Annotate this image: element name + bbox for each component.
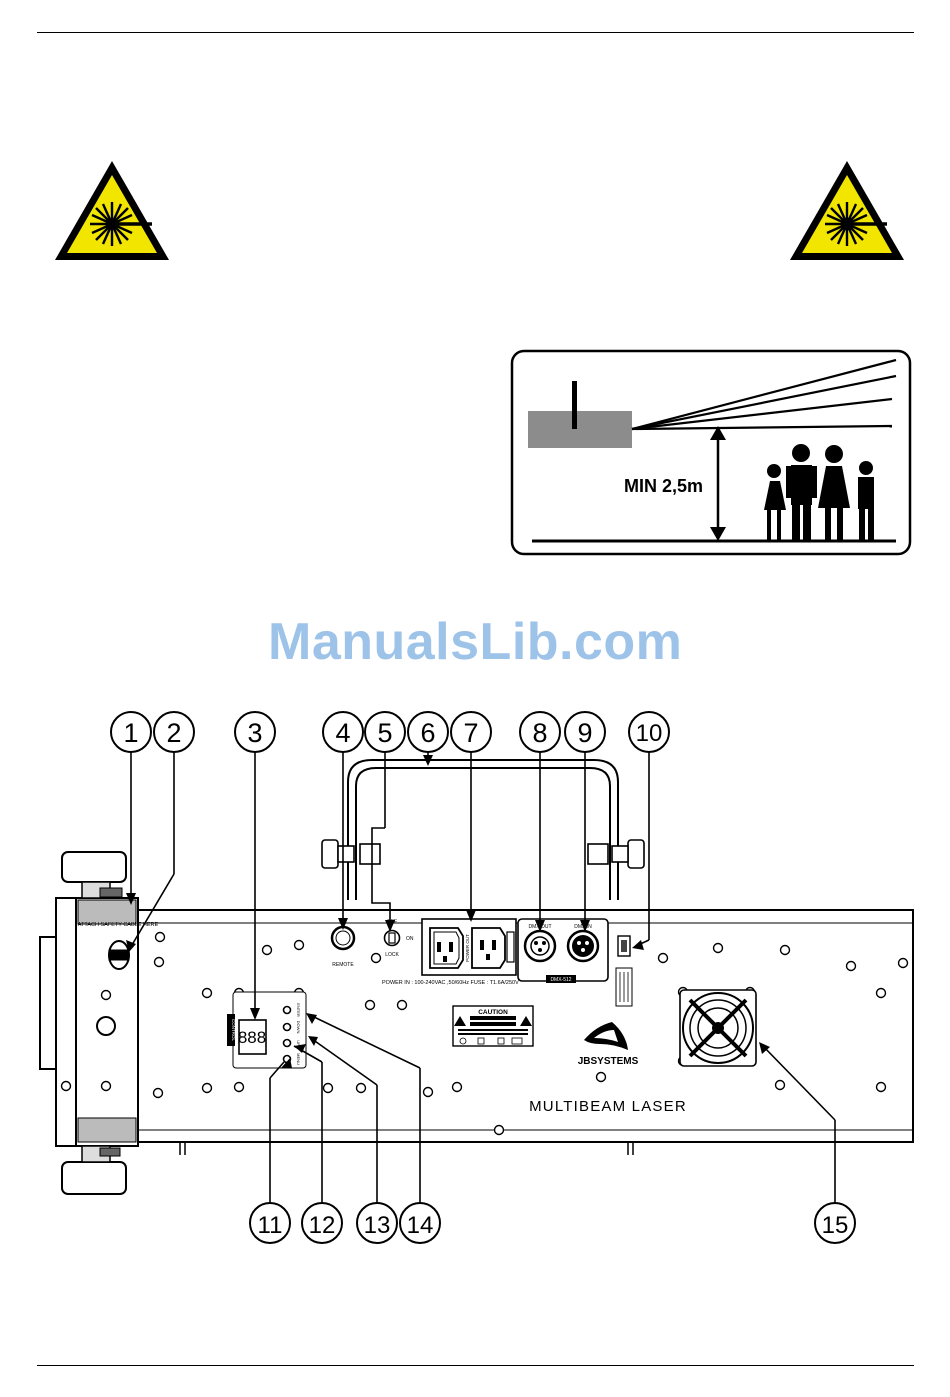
- callout-number: 5: [377, 718, 392, 748]
- caution-text: CAUTION: [478, 1009, 508, 1016]
- down-label: DOWN: [296, 1021, 301, 1034]
- callout-number: 8: [532, 718, 547, 748]
- callout-number: 11: [258, 1212, 283, 1239]
- enter-button[interactable]: [284, 1007, 291, 1014]
- mounting-bracket: [348, 760, 618, 900]
- dmx-512-label: DMX-512: [550, 977, 571, 983]
- up-button[interactable]: [284, 1040, 291, 1047]
- callout-number: 14: [407, 1212, 434, 1239]
- brand-name: JBSYSTEMS: [578, 1056, 639, 1067]
- callout-number: 2: [166, 718, 181, 748]
- safety-cable-label: ATTACH SAFETY CABLE HERE: [78, 922, 159, 928]
- callout-number: 15: [822, 1212, 849, 1239]
- callout-number: 6: [420, 718, 435, 748]
- model-name: MULTIBEAM LASER: [529, 1098, 687, 1115]
- laser-warning-icon: [787, 158, 907, 264]
- fan-icon: [680, 990, 756, 1066]
- power-in-label: POWER IN : 100-240VAC ,50/60Hz FUSE : T1…: [382, 980, 519, 986]
- top-rule: [37, 32, 914, 33]
- callout-number: 4: [335, 718, 350, 748]
- lock-label: LOCK: [385, 952, 399, 958]
- callout-number: 3: [247, 718, 262, 748]
- remote-label: REMOTE: [332, 962, 354, 968]
- laser-warning-icon: [52, 158, 172, 264]
- down-button[interactable]: [284, 1024, 291, 1031]
- callout-number: 1: [123, 718, 138, 748]
- power-out-label: POWER OUT: [465, 934, 470, 962]
- callout-number: 10: [636, 720, 663, 747]
- control-label: CONTROL: [231, 1019, 236, 1041]
- switch-on-label: ON: [406, 936, 414, 942]
- callout-number: 13: [364, 1212, 391, 1239]
- watermark-text: ManualsLib.com: [268, 612, 682, 672]
- power-in-socket: [472, 928, 505, 968]
- callout-number: 7: [463, 718, 478, 748]
- rear-panel-diagram: 1 2 3 4 5 6 7 8 9 10 11 12 13 14 15: [0, 700, 950, 1260]
- min-height-label: MIN 2,5m: [624, 476, 703, 496]
- bottom-rule: [37, 1365, 914, 1366]
- laser-unit-box: [528, 411, 632, 448]
- side-end-panel: [40, 852, 138, 1194]
- fuse-holder: [507, 932, 514, 962]
- callout-number: 12: [309, 1212, 336, 1239]
- enter-label: ENTER: [296, 1003, 301, 1017]
- callout-number: 9: [577, 718, 592, 748]
- display-digits: 888: [238, 1028, 266, 1047]
- minimum-height-diagram: MIN 2,5m: [508, 348, 914, 558]
- menu-label: MENU: [296, 1053, 301, 1065]
